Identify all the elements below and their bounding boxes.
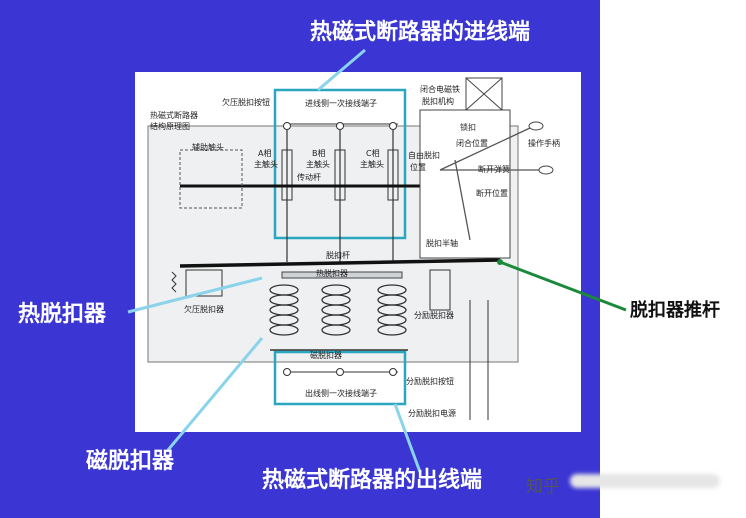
undervoltage-trip-coil: [185, 269, 223, 297]
callout-magnetic-trip: 磁脱扣器: [86, 449, 175, 474]
label-shunt-trip: 分励脱扣器: [414, 310, 454, 320]
main-contact-a: [281, 149, 293, 201]
callout-line-inlet: [317, 48, 366, 92]
shunt-trip-coil: [429, 269, 451, 311]
callout-line-thermal: [127, 276, 263, 314]
label-phase-a: A相: [258, 148, 271, 158]
outlet-terminal-c: [389, 368, 397, 376]
label-trip-half-shaft: 脱扣半轴: [426, 238, 458, 248]
label-thermal-trip-inner: 热脱扣器: [316, 268, 348, 278]
magnetic-coil-a: [269, 284, 299, 336]
label-closing-magnet: 闭合电磁铁: [420, 84, 460, 94]
label-undervoltage-trip: 欠压脱扣器: [184, 304, 224, 314]
callout-line-pushrod: [499, 260, 627, 312]
label-operating-handle: 操作手柄: [528, 138, 560, 148]
callout-line-magnetic: [166, 337, 264, 451]
undervoltage-spring: [171, 271, 177, 293]
label-free-trip: 自由脱扣: [408, 150, 440, 160]
label-outlet-terminal: 出线侧一次接线端子: [305, 388, 377, 398]
label-phase-c: C相: [366, 148, 380, 158]
label-main-contact-b: 主触头: [306, 159, 330, 169]
closing-magnet-x2: [465, 77, 503, 111]
callout-trip-push-rod: 脱扣器推杆: [630, 300, 720, 321]
callout-thermal-trip: 热脱扣器: [18, 302, 107, 327]
label-inlet-terminal: 进线侧一次接线端子: [305, 98, 377, 108]
label-free-trip-pos: 位置: [410, 162, 426, 172]
operating-handle-knob: [528, 121, 544, 131]
magnetic-coil-c: [377, 284, 407, 336]
trip-rod: [179, 258, 501, 268]
callout-inlet: 热磁式断路器的进线端: [310, 20, 531, 45]
label-magnetic-trip-inner: 磁脱扣器: [310, 350, 342, 360]
label-aux-contact: 辅助触头: [192, 142, 224, 152]
aux-contact-box: [179, 149, 243, 209]
watermark: 知乎: [526, 477, 560, 497]
label-trip-rod: 脱扣杆: [326, 250, 350, 260]
magnetic-coil-b: [321, 284, 351, 336]
label-main-contact-c: 主触头: [360, 159, 384, 169]
label-phase-b: B相: [312, 148, 326, 158]
label-closing-mechanism: 脱扣机构: [422, 96, 454, 106]
label-lock: 锁扣: [460, 122, 476, 132]
label-opening-spring: 断开弹簧: [478, 164, 510, 174]
thermal-trip-element: [281, 271, 403, 279]
inlet-terminal-b: [336, 122, 344, 130]
label-main-contact-a: 主触头: [254, 159, 278, 169]
outlet-highlight-box: [273, 350, 407, 406]
watermark-blur: [570, 474, 720, 488]
mechanism-spring: [454, 159, 471, 241]
main-contact-b: [334, 149, 346, 201]
label-closed-position: 闭合位置: [456, 138, 488, 148]
outlet-terminal-a: [283, 368, 291, 376]
label-shunt-power: 分励脱扣电源: [408, 408, 456, 418]
label-undervoltage-button: 欠压脱扣按钮: [222, 97, 270, 107]
callout-outlet: 热磁式断路器的出线端: [262, 468, 483, 493]
inlet-terminal-a: [283, 122, 291, 130]
callout-line-outlet: [393, 403, 422, 473]
label-open-position: 断开位置: [476, 188, 508, 198]
label-shunt-button: 分励脱扣按钮: [406, 376, 454, 386]
diagram-title-line2: 结构原理图: [150, 121, 190, 131]
inlet-terminal-c: [389, 122, 397, 130]
outlet-terminal-b: [336, 368, 344, 376]
operating-handle-knob-2: [538, 165, 554, 175]
diagram-title-line1: 热磁式断路器: [150, 110, 198, 120]
label-transmission-rod: 传动杆: [297, 172, 321, 182]
mechanism-box: [419, 109, 511, 259]
main-contact-c: [387, 149, 399, 201]
